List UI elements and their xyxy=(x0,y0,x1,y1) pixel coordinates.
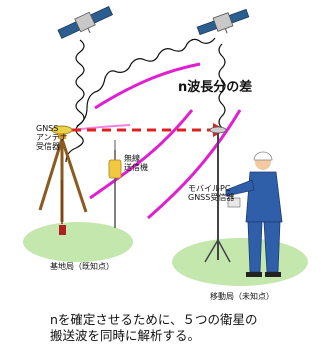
caption-line-1: nを確定させるために、５つの衛星の xyxy=(50,312,258,327)
caption: nを確定させるために、５つの衛星の 搬送波を同時に解析する。 xyxy=(50,312,320,344)
radio-transmitter-line-2: 送信機 xyxy=(124,163,148,172)
signal-wave-right xyxy=(76,37,216,127)
wavefront-arc-left xyxy=(94,62,201,110)
gnss-antenna-label: GNSS アンテナ 受信器 xyxy=(36,124,68,151)
surveyor-icon xyxy=(204,126,283,277)
base-station-label: 基地局（既知点） xyxy=(50,262,114,271)
mobile-pc-label: モバイルPC GNSS受信器 xyxy=(188,184,234,202)
base-ground xyxy=(23,222,133,262)
gnss-antenna-line-2: アンテナ xyxy=(36,133,68,142)
mobile-ground xyxy=(172,238,308,286)
satellite-icon xyxy=(196,8,250,36)
wavefront-arc-right xyxy=(147,109,242,220)
wavefront-arc-center xyxy=(89,109,194,200)
radio-transmitter-icon xyxy=(108,140,122,228)
mobile-pc-line-2: GNSS受信器 xyxy=(188,193,235,202)
gnss-antenna-line-1: GNSS xyxy=(36,124,59,133)
gnss-antenna-line-3: 受信器 xyxy=(36,142,60,151)
mobile-station-label: 移動局（未知点） xyxy=(210,292,274,301)
signal-wave-mobile xyxy=(218,43,226,139)
wavelength-difference-label: n波長分の差 xyxy=(178,80,253,95)
tripod-icon xyxy=(38,125,88,235)
satellite-icon xyxy=(57,6,114,39)
caption-line-2: 搬送波を同時に解析する。 xyxy=(50,328,201,343)
mobile-pc-line-1: モバイルPC xyxy=(188,184,231,193)
radio-transmitter-line-1: 無線 xyxy=(124,154,140,163)
radio-transmitter-label: 無線 送信機 xyxy=(124,154,148,172)
signal-wave-left xyxy=(65,39,85,163)
